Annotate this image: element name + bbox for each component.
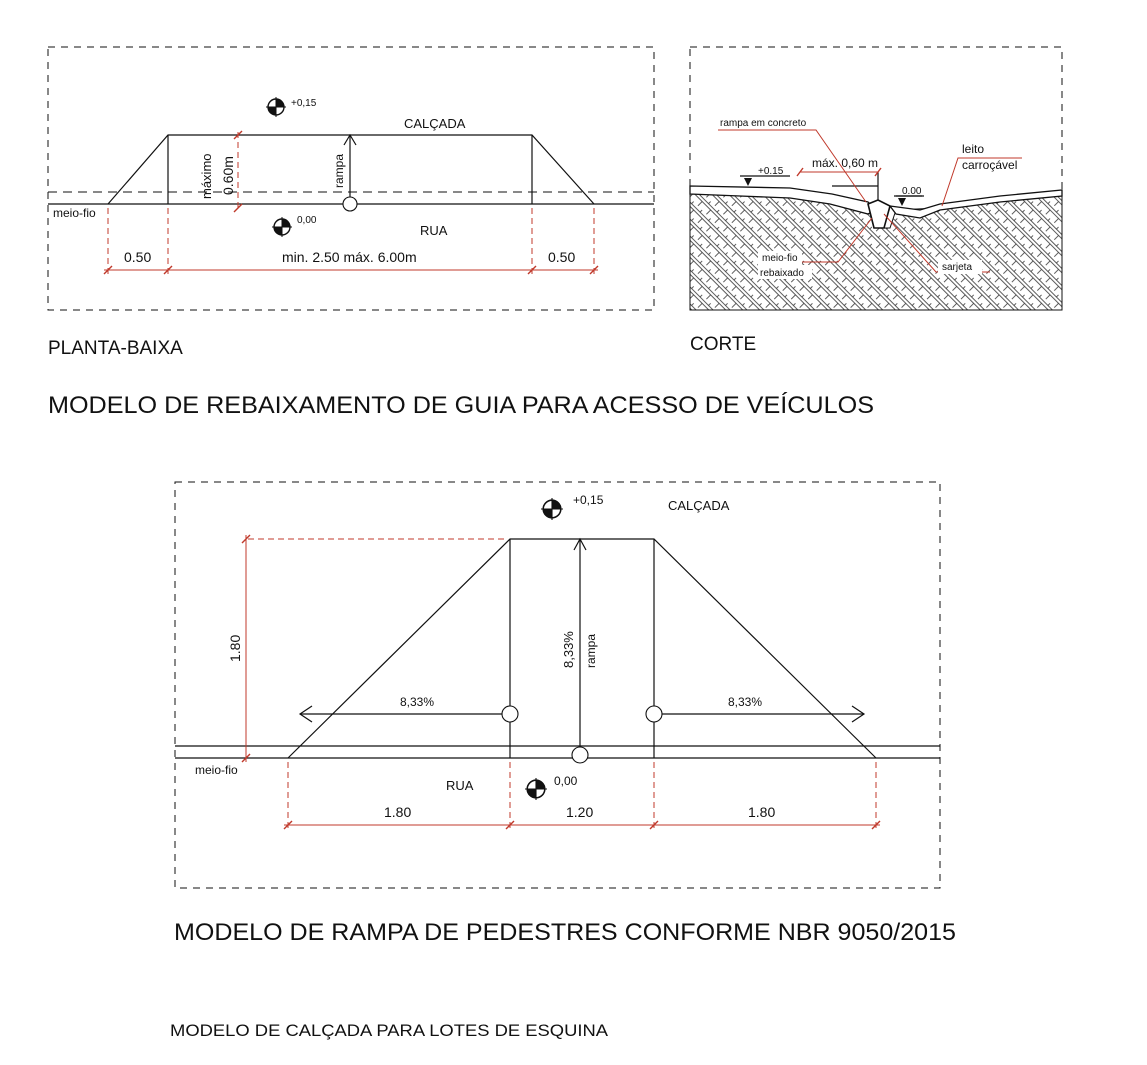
level-marker-icon — [272, 217, 292, 237]
calcada-label: CALÇADA — [404, 116, 466, 131]
ramp-meio-fio-label: meio-fio — [195, 763, 238, 777]
section-level-zero: 0.00 — [902, 186, 922, 197]
dim-tick — [233, 203, 243, 213]
ramp-rua-label: RUA — [446, 778, 474, 793]
ramp-dim-right: 1.80 — [748, 804, 775, 820]
pedestrian-ramp-plan: 1.80 8,33% 8,33% 8,33% rampa +0,15 CALÇA… — [174, 481, 941, 889]
concrete-ramp-layer — [689, 185, 878, 215]
ramp-calcada-label: CALÇADA — [668, 498, 730, 513]
section-level-top: +0.15 — [758, 166, 784, 177]
slope-arrow-left-head — [298, 705, 313, 723]
dim-tick — [241, 753, 251, 763]
plan-frame — [47, 46, 655, 311]
slope-left-label: 8,33% — [400, 695, 434, 709]
ramp-frame — [174, 481, 941, 889]
label-bg — [758, 265, 812, 279]
dim-tick — [796, 167, 804, 177]
dim-tick — [527, 265, 537, 275]
rua-label: RUA — [420, 223, 448, 238]
level-triangle-icon — [898, 198, 906, 206]
dim-left-label: 0.50 — [124, 249, 151, 265]
center-origin-circle — [571, 746, 589, 764]
ramp-dim-center: 1.20 — [566, 804, 593, 820]
label-bg — [758, 251, 802, 265]
max-height-label: 0.60m — [220, 156, 236, 195]
ramp-arrow-head — [343, 133, 357, 146]
plan-caption: PLANTA-BAIXA — [48, 338, 183, 359]
level-marker-icon — [541, 498, 563, 520]
max-width-label: máx. 0,60 m — [812, 156, 878, 170]
driveway-ramp-outline — [107, 134, 595, 205]
title-corner-sidewalk: MODELO DE CALÇADA PARA LOTES DE ESQUINA — [170, 1021, 609, 1040]
rampa-center-label: rampa — [584, 634, 598, 668]
level-marker-icon — [525, 778, 547, 800]
title-driveway: MODELO DE REBAIXAMENTO DE GUIA PARA ACES… — [48, 392, 874, 419]
leito-label: leito — [962, 142, 984, 156]
meio-fio-label: meio-fio — [53, 206, 96, 220]
slope-right-label: 8,33% — [728, 695, 762, 709]
ramp-outline — [287, 538, 877, 759]
dim-tick — [649, 820, 659, 830]
center-ramp-arrow-head — [573, 537, 587, 551]
dim-tick — [874, 167, 882, 177]
carrocavel-label: carroçável — [962, 158, 1017, 172]
dim-tick — [233, 130, 243, 140]
dim-tick — [283, 820, 293, 830]
rampa-concreto-label: rampa em concreto — [720, 118, 807, 129]
label-bg — [938, 260, 982, 274]
dim-tick — [103, 265, 113, 275]
ramp-level-top: +0,15 — [573, 493, 604, 507]
level-bottom-label: 0,00 — [297, 215, 317, 226]
rampa-concreto-leader — [718, 129, 867, 203]
level-triangle-icon — [744, 178, 752, 186]
plan-view-driveway: máximo 0.60m rampa +0,15 0,00 CALÇADA RU… — [47, 46, 655, 311]
section-caption: CORTE — [690, 334, 756, 355]
slope-center-label: 8,33% — [561, 631, 576, 668]
street-pavement-layer — [888, 189, 1063, 219]
dim-tick — [241, 534, 251, 544]
slope-origin-circle — [501, 705, 519, 723]
title-pedestrian-ramp: MODELO DE RAMPA DE PEDESTRES CONFORME NB… — [174, 919, 956, 946]
ramp-level-zero: 0,00 — [554, 774, 578, 788]
dim-tick — [589, 265, 599, 275]
sarjeta-label: sarjeta — [942, 262, 972, 273]
ramp-dim-left: 1.80 — [384, 804, 411, 820]
rebaixado-label: rebaixado — [760, 268, 804, 279]
ramp-origin-circle — [342, 196, 358, 212]
section-view: máx. 0,60 m +0.15 0.00 rampa em concreto… — [689, 46, 1063, 311]
level-marker-icon — [266, 97, 286, 117]
maximo-label: máximo — [199, 153, 214, 199]
height-label: 1.80 — [227, 635, 243, 662]
level-top-label: +0,15 — [291, 98, 317, 109]
rampa-label: rampa — [332, 154, 346, 188]
slope-origin-circle — [645, 705, 663, 723]
dim-right-label: 0.50 — [548, 249, 575, 265]
dim-tick — [505, 820, 515, 830]
dim-tick — [871, 820, 881, 830]
dim-tick — [163, 265, 173, 275]
dim-center-label: min. 2.50 máx. 6.00m — [282, 249, 417, 265]
meio-fio-section-label: meio-fio — [762, 253, 798, 264]
leito-leader — [941, 157, 1022, 207]
slope-arrow-right-head — [851, 705, 866, 723]
